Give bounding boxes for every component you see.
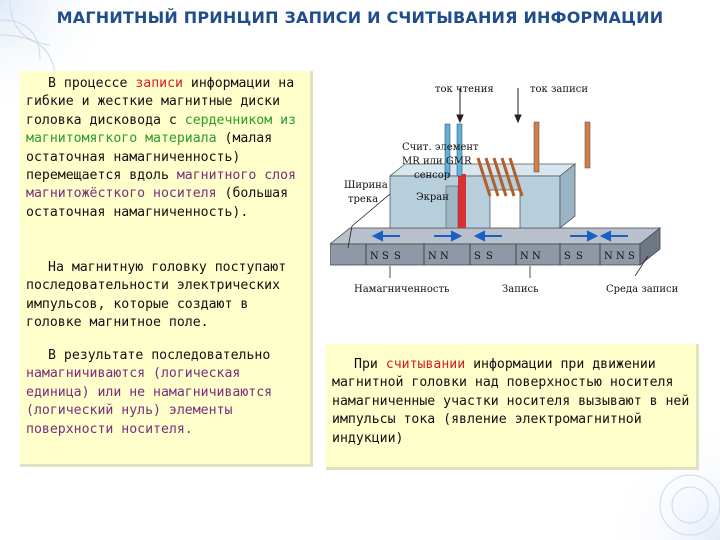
label-medium: Среда записи bbox=[606, 284, 679, 295]
text-span: информации при движении магнитной головк… bbox=[332, 357, 690, 446]
paragraph-impulses: На магнитную головку поступают последова… bbox=[26, 259, 308, 333]
highlight-writing: записи bbox=[135, 76, 183, 91]
label-track-width: Ширина bbox=[344, 180, 388, 191]
track-width-dimension bbox=[347, 193, 391, 249]
pole-label: S bbox=[576, 251, 583, 262]
pole-label: S bbox=[628, 251, 635, 262]
label-read-current: ток чтения bbox=[435, 84, 494, 95]
pole-label: N bbox=[428, 251, 437, 262]
read-lead bbox=[456, 123, 463, 177]
label-read-element: Счит. элемент bbox=[402, 142, 479, 153]
head-gap bbox=[489, 189, 521, 229]
text-span: В результате последовательно bbox=[48, 348, 271, 363]
label-sensor: сенсор bbox=[414, 170, 450, 181]
text-span: (большая остаточная намагниченность). bbox=[26, 186, 289, 220]
label-write-current: ток записи bbox=[530, 84, 588, 95]
pole-label: S bbox=[382, 251, 389, 262]
read-sensor bbox=[458, 174, 466, 228]
magnetization-arrows bbox=[371, 230, 628, 242]
pole-label: N bbox=[604, 251, 613, 262]
current-arrows bbox=[456, 88, 522, 124]
shield-block bbox=[445, 185, 459, 229]
pole-label: N bbox=[440, 251, 449, 262]
highlight-soft-core: сердечником из магнитомягкого материала bbox=[26, 112, 296, 147]
magnetic-head-diagram: N S S N N S S N N S S N N S bbox=[330, 84, 679, 295]
text-span: При bbox=[354, 357, 386, 372]
pole-label: N bbox=[532, 251, 541, 262]
pole-label: S bbox=[474, 251, 481, 262]
highlight-hard-layer: магнитного слоя магнитожёсткого носителя bbox=[26, 168, 296, 202]
pole-label: S bbox=[564, 251, 571, 262]
left-text-panel: В процессе записи информации на гибкие и… bbox=[20, 71, 313, 467]
highlight-result: намагничиваются (логическая единица) или… bbox=[26, 366, 273, 437]
text-span: информации на гибкие и жесткие магнитные… bbox=[26, 76, 295, 128]
pole-label: N bbox=[370, 251, 379, 262]
label-screen: Экран bbox=[416, 192, 449, 203]
paragraph-result: В результате последовательно намагничива… bbox=[26, 347, 308, 439]
label-recording: Запись bbox=[502, 284, 539, 295]
text-span: В процессе bbox=[48, 76, 136, 91]
head-side bbox=[559, 163, 576, 229]
text-span: (малая остаточная намагниченность) перем… bbox=[26, 131, 273, 184]
reading-text-panel: При считывании информации при движении м… bbox=[326, 344, 699, 470]
pole-label: S bbox=[486, 251, 493, 262]
pole-labels: N S S N N S S N N S S N N S bbox=[370, 251, 635, 262]
read-lead bbox=[444, 123, 451, 177]
write-lead bbox=[584, 121, 591, 169]
page-title: МАГНИТНЫЙ ПРИНЦИП ЗАПИСИ И СЧИТЫВАНИЯ ИН… bbox=[56, 8, 664, 27]
label-magnetization: Намагниченность bbox=[354, 284, 450, 295]
pole-label: N bbox=[520, 251, 529, 262]
pole-label: N bbox=[616, 251, 625, 262]
write-lead bbox=[533, 121, 540, 173]
medium-side-face bbox=[639, 227, 661, 266]
paragraph-writing: В процессе записи информации на гибкие и… bbox=[26, 75, 308, 222]
write-coil bbox=[476, 157, 524, 197]
pole-label: S bbox=[394, 251, 401, 262]
paragraph-reading: При считывании информации при движении м… bbox=[332, 356, 692, 448]
pole-dividers bbox=[365, 244, 601, 265]
highlight-reading: считывании bbox=[385, 357, 466, 372]
text-span: На магнитную головку поступают последова… bbox=[26, 260, 287, 331]
label-track-width: трека bbox=[348, 194, 378, 205]
label-mr-gmr: MR или GMR bbox=[402, 156, 472, 167]
label-leaders bbox=[389, 255, 649, 278]
